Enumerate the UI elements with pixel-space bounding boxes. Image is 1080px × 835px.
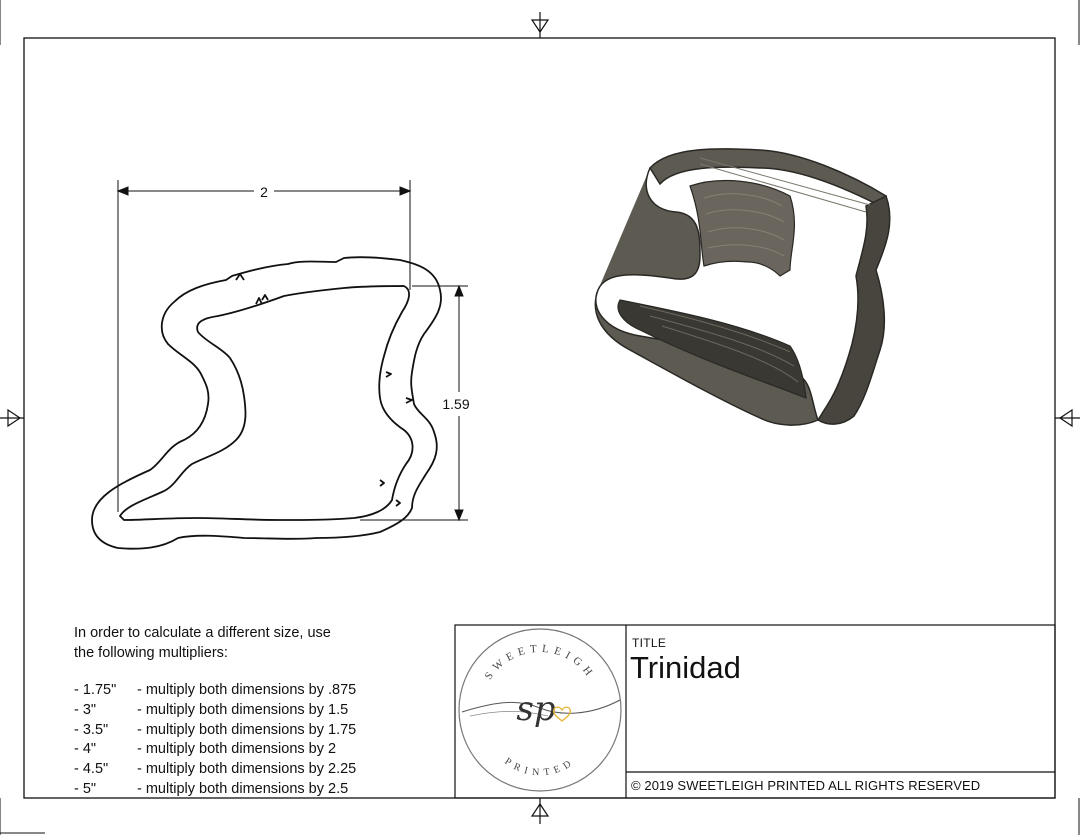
dimension-height-label: 1.59 bbox=[442, 396, 469, 412]
list-item: - 3.5"- multiply both dimensions by 1.75 bbox=[74, 721, 357, 738]
dimension-width-label: 2 bbox=[260, 184, 268, 200]
list-item: - 5"- multiply both dimensions by 2.5 bbox=[74, 780, 349, 797]
list-item: - 4.5"- multiply both dimensions by 2.25 bbox=[74, 761, 357, 778]
notes-intro: In order to calculate a different size, … bbox=[74, 625, 331, 661]
page-title: Trinidad bbox=[630, 650, 741, 685]
cutter-3d-render bbox=[594, 148, 891, 426]
title-label: TITLE bbox=[632, 636, 667, 650]
center-mark-bottom bbox=[530, 798, 550, 824]
logo-monogram: sp bbox=[516, 689, 555, 729]
multiplier-list: - 1.75"- multiply both dimensions by .87… bbox=[74, 681, 449, 800]
size-notes: In order to calculate a different size, … bbox=[74, 624, 449, 800]
list-item: - 1.75"- multiply both dimensions by .87… bbox=[74, 682, 357, 698]
center-mark-right bbox=[1055, 408, 1080, 428]
dimension-height bbox=[360, 284, 468, 522]
sweetleigh-logo: SWEETLEIGH PRINTED sp bbox=[458, 628, 622, 792]
outline-inner bbox=[119, 285, 414, 521]
logo-bottom-text: PRINTED bbox=[503, 756, 578, 778]
center-mark-top bbox=[530, 12, 550, 38]
center-mark-left bbox=[0, 408, 24, 428]
logo-top-text: SWEETLEIGH bbox=[483, 643, 598, 682]
cutter-outline bbox=[91, 256, 442, 550]
copyright-text: © 2019 SWEETLEIGH PRINTED ALL RIGHTS RES… bbox=[631, 778, 981, 793]
outline-outer bbox=[91, 256, 442, 550]
list-item: - 4"- multiply both dimensions by 2 bbox=[74, 741, 337, 758]
title-block-frame bbox=[454, 624, 1056, 799]
dimension-width bbox=[116, 180, 412, 512]
heart-icon bbox=[552, 706, 572, 722]
list-item: - 3"- multiply both dimensions by 1.5 bbox=[74, 701, 349, 718]
